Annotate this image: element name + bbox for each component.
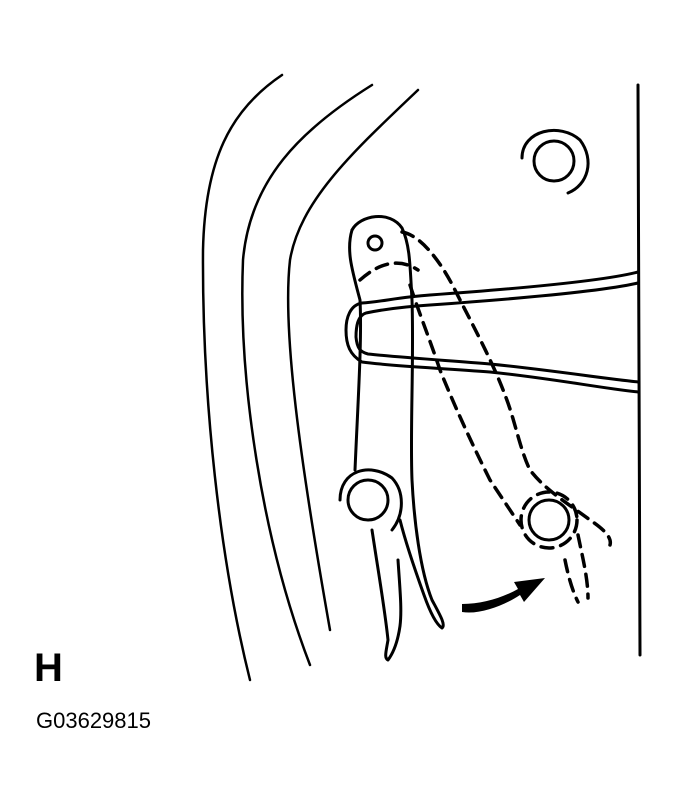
lever-pivot-hole: [366, 234, 384, 252]
door-panel-outline: [201, 73, 420, 682]
panel-right-edge: [636, 83, 642, 657]
mounting-hole: [520, 128, 590, 195]
lever-arm: [348, 214, 445, 662]
moved-pivot-boss: [519, 490, 579, 550]
spring-clip: [344, 270, 640, 394]
step-letter: H: [34, 646, 63, 690]
figure-code: G03629815: [36, 708, 151, 733]
lever-pivot-boss: [338, 468, 403, 532]
movement-arrow: [462, 578, 545, 613]
lever-arm-moved: [358, 230, 613, 604]
